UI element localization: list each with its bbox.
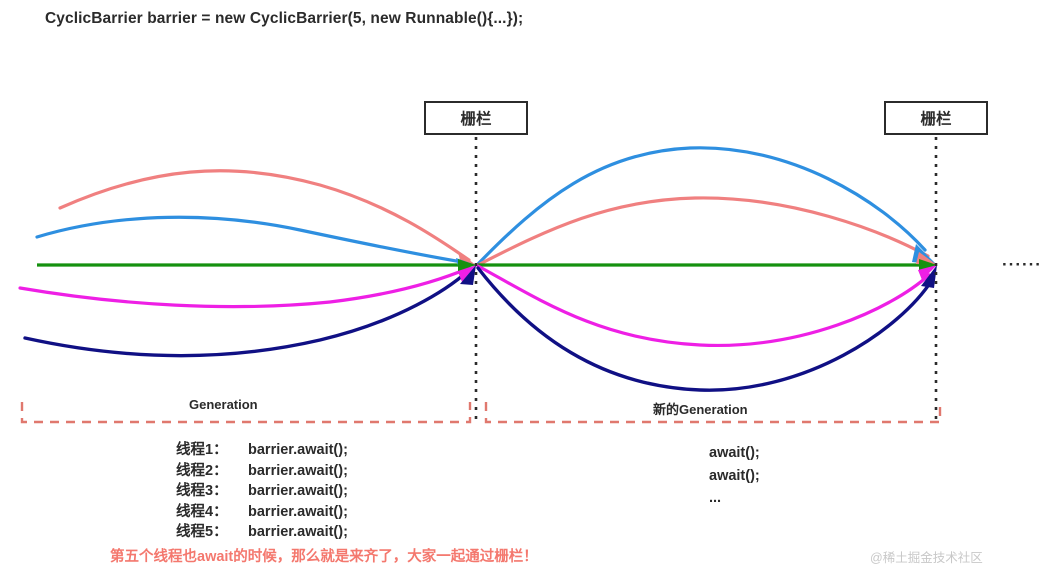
arrowhead-magenta-gen2	[918, 265, 937, 280]
thread-name: 线程5：	[176, 524, 228, 540]
thread-call: barrier.await();	[248, 442, 348, 458]
thread-call: barrier.await();	[248, 462, 348, 479]
thread-name: 线程4：	[176, 503, 228, 520]
await-ellipsis: ...	[709, 490, 722, 506]
await-call: await();	[709, 467, 760, 484]
thread-curve-navy-gen1	[23, 269, 470, 358]
page-title: CyclicBarrier barrier = new CyclicBarrie…	[45, 10, 524, 27]
thread-await-list: 线程1： barrier.await(); 线程2： barrier.await…	[176, 440, 348, 543]
thread-row: 线程3： barrier.await();	[176, 481, 348, 502]
barrier-box-1-label: 栅栏	[460, 111, 492, 128]
summary-note: 第五个线程也await的时候，那么就是来齐了，大家一起通过栅栏！	[110, 549, 538, 565]
thread-name: 线程3：	[176, 483, 228, 499]
thread-curve-blue-gen2	[476, 146, 927, 266]
thread-curve-navy-gen2	[476, 266, 934, 392]
arrowhead-green-gen2	[919, 259, 937, 271]
thread-curve-magenta-gen2	[476, 264, 931, 348]
arrowhead-magenta-gen1	[458, 265, 476, 282]
thread-row: 线程4： barrier.await();	[176, 502, 348, 523]
thread-row: 线程2： barrier.await();	[176, 461, 348, 482]
generation-bracket-1	[20, 402, 472, 424]
arrowhead-navy-gen1	[460, 265, 476, 285]
thread-curve-pink-gen1	[58, 169, 471, 262]
thread-curve-magenta-gen1	[18, 266, 471, 309]
await-call: await();	[709, 445, 760, 461]
thread-name: 线程2：	[176, 462, 228, 479]
thread-call: barrier.await();	[248, 503, 348, 520]
generation-bracket-2	[484, 402, 942, 424]
watermark: @稀土掘金技术社区	[870, 551, 983, 565]
thread-call: barrier.await();	[248, 483, 348, 499]
barrier-box-1: 栅栏	[424, 101, 528, 135]
barrier-box-2-label: 栅栏	[920, 111, 952, 128]
second-generation-await-list: await(); await(); ...	[709, 442, 760, 510]
generation-label-2: 新的Generation	[653, 402, 748, 417]
arrowhead-navy-gen2	[921, 265, 937, 288]
thread-row: 线程5： barrier.await();	[176, 522, 348, 543]
thread-curve-pink-gen2	[476, 196, 930, 267]
generation-label-1: Generation	[189, 397, 258, 412]
thread-name: 线程1：	[176, 442, 228, 458]
thread-call: barrier.await();	[248, 524, 348, 540]
continuation-ellipsis: ······	[1002, 255, 1042, 274]
arrowhead-green-gen1	[458, 259, 476, 271]
thread-row: 线程1： barrier.await();	[176, 440, 348, 461]
thread-curve-blue-gen1	[35, 215, 470, 265]
barrier-box-2: 栅栏	[884, 101, 988, 135]
